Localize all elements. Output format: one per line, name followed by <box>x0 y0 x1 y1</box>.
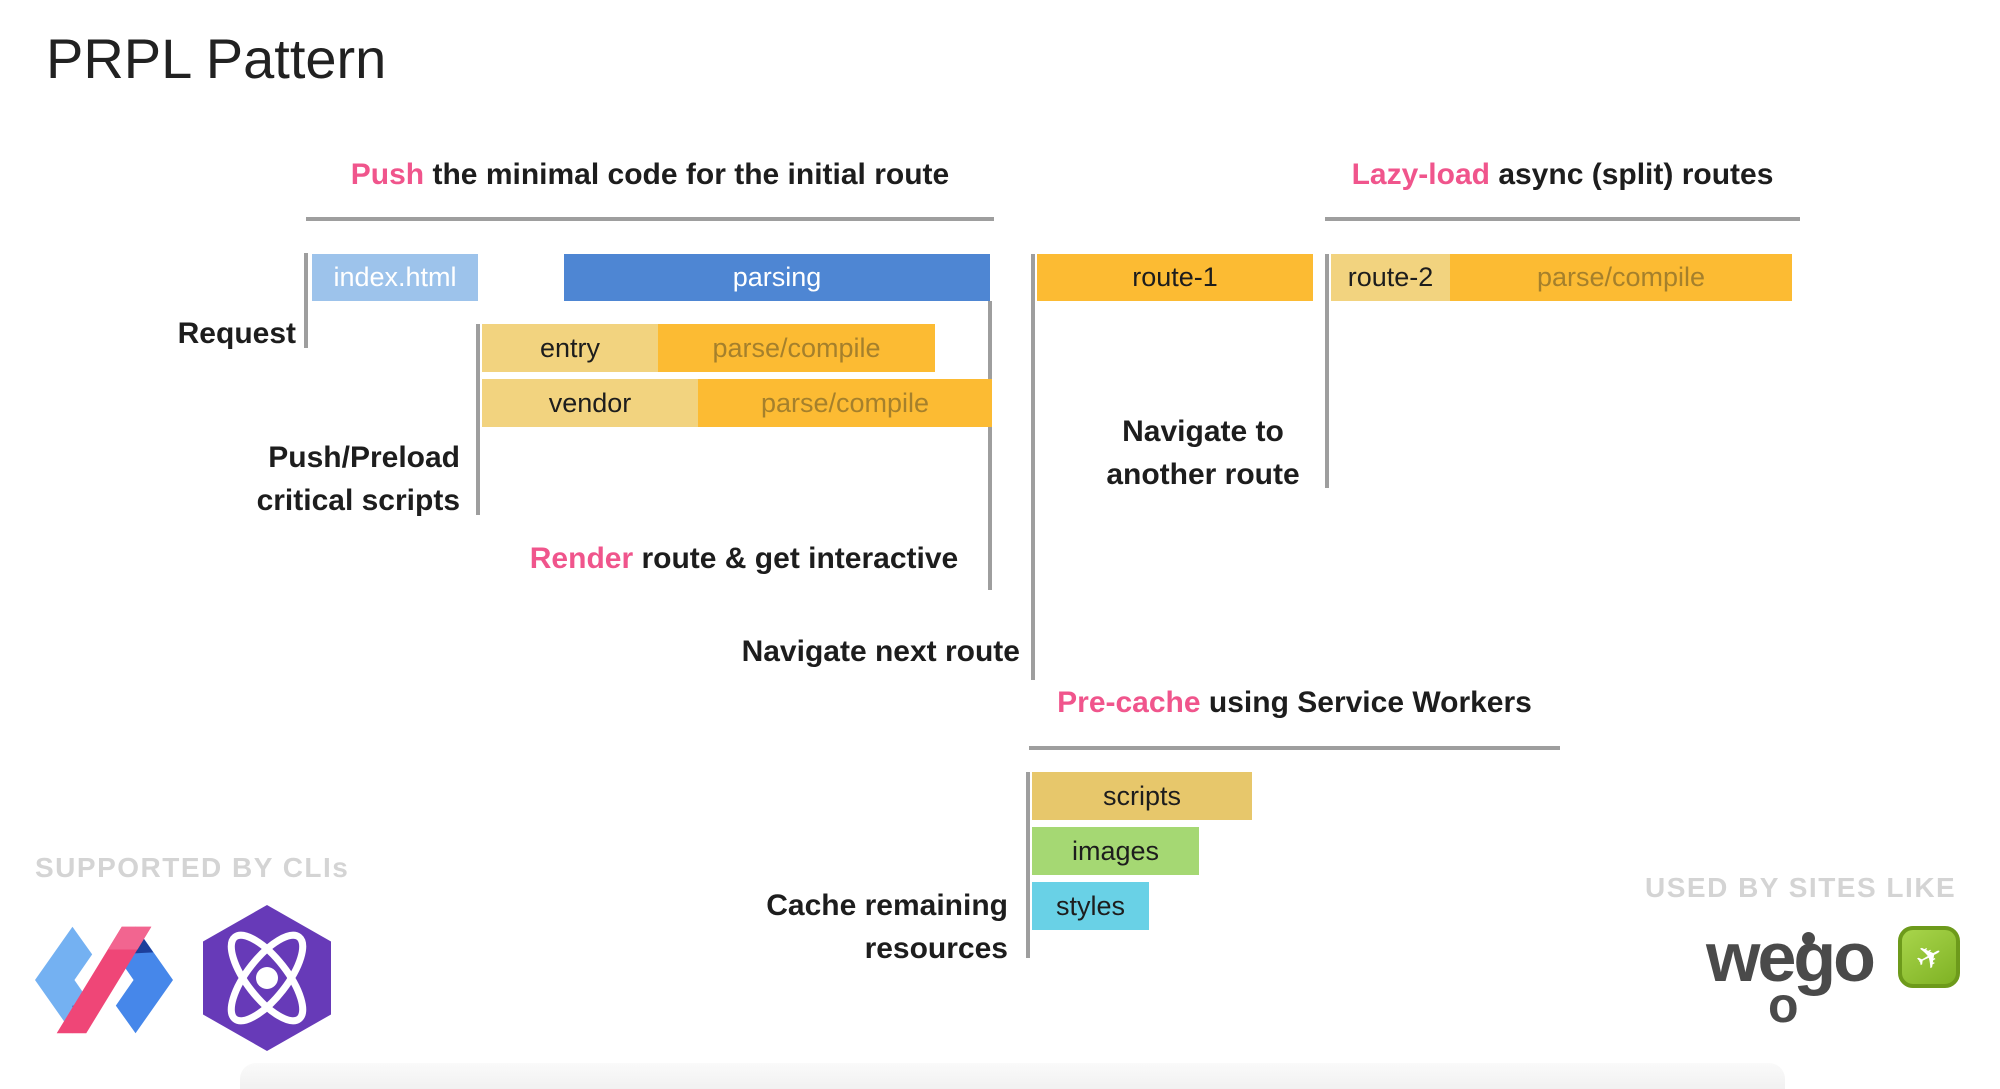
preact-logo <box>203 905 331 1051</box>
bar-entry-label: entry <box>539 332 601 363</box>
bar-route-2-label: route-2 <box>1347 262 1434 292</box>
wego-badge: ✈ <box>1898 926 1960 988</box>
wego-logo: wego o ✈ <box>1706 922 1986 1052</box>
bar-scripts-label: scripts <box>1102 780 1181 811</box>
bar-route-2: route-2 <box>1331 254 1450 301</box>
bar-entry-parse-compile: parse/compile <box>658 324 935 372</box>
bar-vendor: vendor <box>482 379 698 427</box>
navigate-another-label-line1: Navigate to <box>1122 415 1284 448</box>
pre-cache-section-underline <box>1029 746 1560 750</box>
navigate-another-label-line2: another route <box>1106 458 1300 491</box>
page-title: PRPL Pattern <box>46 27 387 90</box>
cache-remaining-label: Cache remaining resources <box>658 884 1008 970</box>
cache-remaining-label-line1: Cache remaining <box>766 889 1008 922</box>
request-connector-line <box>304 253 308 348</box>
render-connector-line <box>988 301 992 590</box>
airplane-icon: ✈ <box>1908 934 1950 980</box>
bar-images: images <box>1032 827 1199 875</box>
lazy-load-section-header-highlight: Lazy-load <box>1351 158 1490 191</box>
cache-remaining-label-line2: resources <box>864 932 1008 965</box>
used-by-sites-caption: USED BY SITES LIKE <box>1645 872 1957 903</box>
bar-parsing-label: parsing <box>732 262 822 292</box>
push-section-header-rest: the minimal code for the initial route <box>432 158 950 191</box>
render-label-highlight: Render <box>529 542 634 575</box>
wego-wordmark: wego <box>1706 918 1876 996</box>
bar-styles: styles <box>1032 882 1149 930</box>
navigate-next-label: Navigate next route <box>741 635 1020 668</box>
pre-cache-section-header-highlight: Pre-cache <box>1057 686 1201 719</box>
bar-scripts: scripts <box>1032 772 1252 820</box>
bar-images-label: images <box>1071 835 1160 866</box>
supported-by-clis-caption: SUPPORTED BY CLIs <box>35 852 350 883</box>
navigate-another-label: Navigate to another route <box>1053 410 1353 496</box>
push-section-underline <box>306 217 994 221</box>
pre-cache-connector-line <box>1026 772 1030 958</box>
lazy-load-section-underline <box>1325 217 1800 221</box>
bar-parsing: parsing <box>564 254 990 301</box>
bar-vendor-parse-compile-label: parse/compile <box>760 387 930 418</box>
wego-dot <box>1802 932 1815 945</box>
bar-index-html: index.html <box>312 254 478 301</box>
bar-entry-parse-compile-label: parse/compile <box>712 332 881 363</box>
render-label: Render route & get interactive <box>444 537 1044 580</box>
navigate-another-connector-line <box>1325 254 1329 488</box>
pre-cache-section-header-rest: using Service Workers <box>1208 686 1532 719</box>
push-section-header: Push the minimal code for the initial ro… <box>306 158 994 192</box>
pre-cache-section-header: Pre-cache using Service Workers <box>1029 686 1560 720</box>
push-preload-label-line2: critical scripts <box>256 484 460 517</box>
bar-route-1: route-1 <box>1037 254 1313 301</box>
bar-route-1-label: route-1 <box>1132 262 1218 292</box>
push-preload-label: Push/Preload critical scripts <box>158 436 460 522</box>
polymer-logo <box>35 926 173 1034</box>
render-label-rest: route & get interactive <box>641 542 959 575</box>
bar-vendor-label: vendor <box>548 387 632 418</box>
navigate-next-connector-line <box>1031 254 1035 680</box>
lazy-load-section-header: Lazy-load async (split) routes <box>1325 158 1800 192</box>
bar-route-2-parse-compile: parse/compile <box>1450 254 1792 301</box>
request-label: Request <box>177 317 296 350</box>
bottom-card-edge <box>240 1063 1785 1089</box>
push-preload-label-line1: Push/Preload <box>268 441 460 474</box>
lazy-load-section-header-rest: async (split) routes <box>1498 158 1774 191</box>
push-section-header-highlight: Push <box>350 158 425 191</box>
bar-index-html-label: index.html <box>333 262 457 292</box>
wego-sub-o: o <box>1768 977 1799 1033</box>
critical-scripts-connector-line <box>476 324 480 515</box>
bar-vendor-parse-compile: parse/compile <box>698 379 992 427</box>
bar-route-2-parse-compile-label: parse/compile <box>1536 262 1706 292</box>
bar-styles-label: styles <box>1055 890 1126 921</box>
bar-entry: entry <box>482 324 658 372</box>
